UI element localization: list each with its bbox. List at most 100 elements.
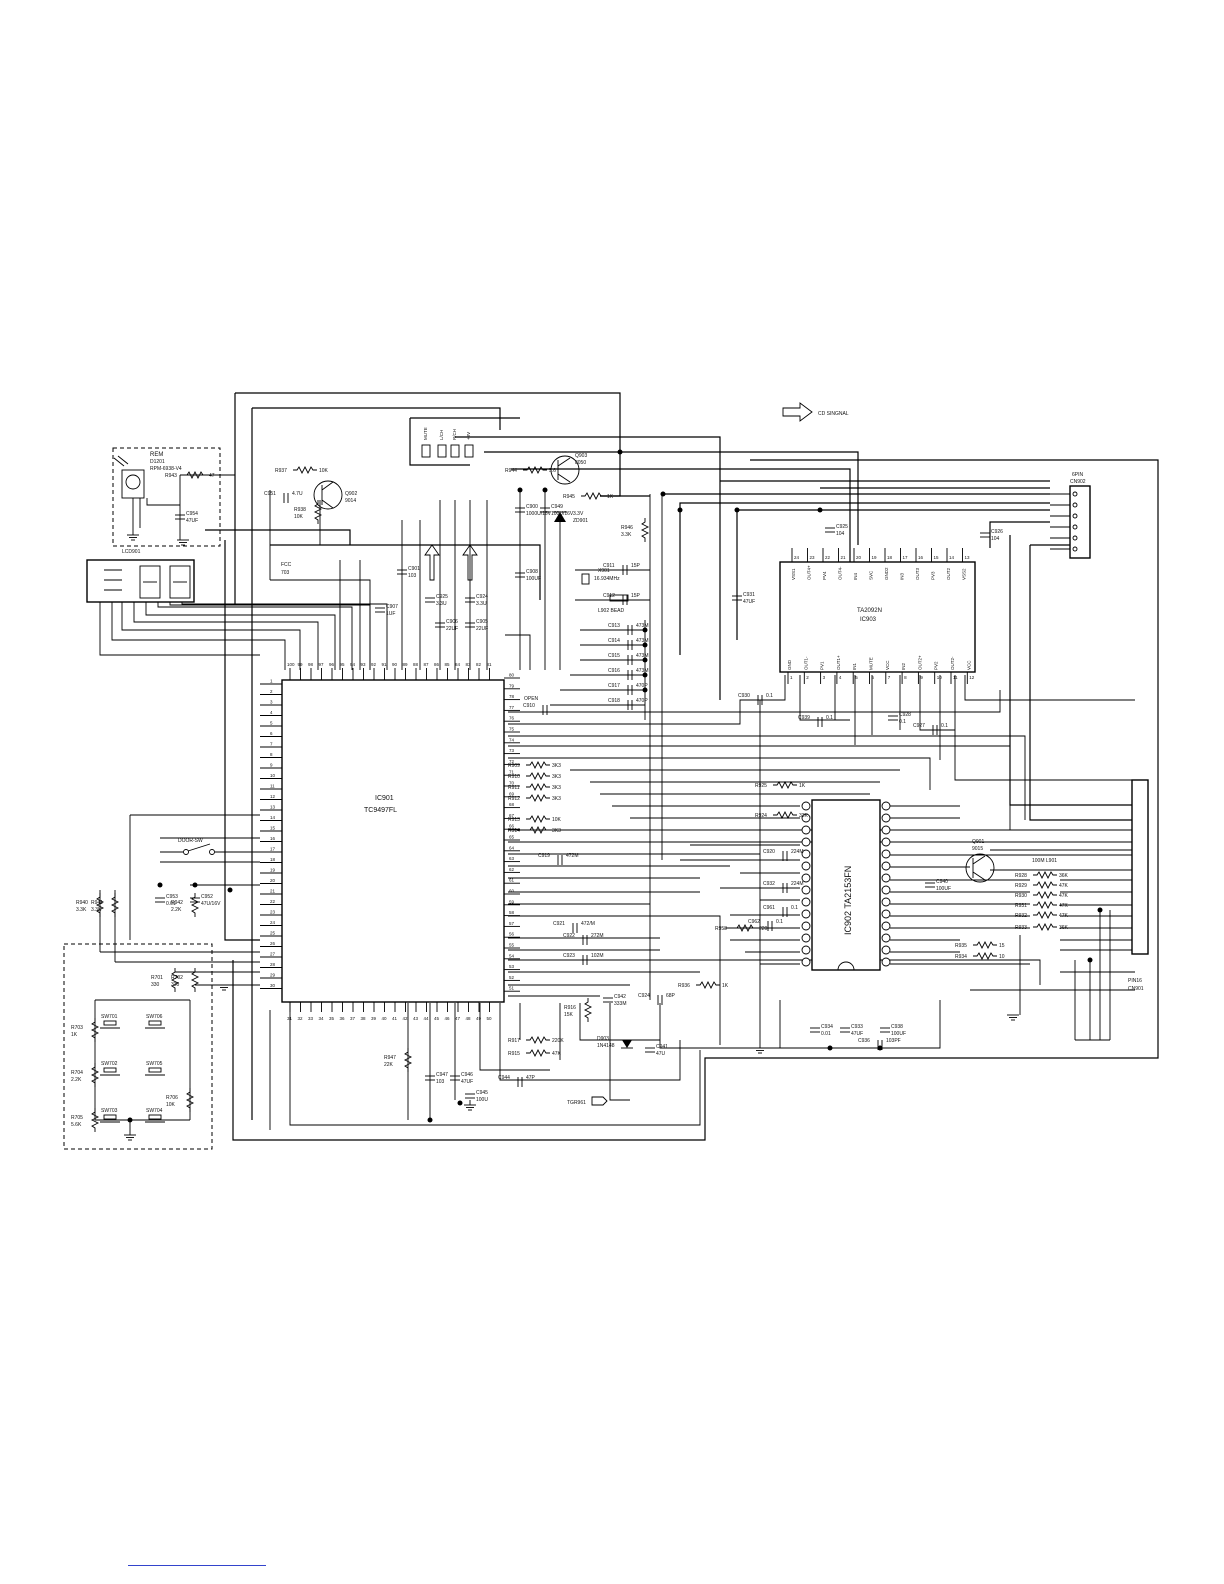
- resistor-ref: R942: [171, 900, 183, 906]
- capacitor-value: 100UF: [526, 576, 541, 582]
- ic903-pin-number: 23: [810, 555, 816, 560]
- ic901-pin-number: 51: [509, 986, 515, 991]
- capacitor-ref: C923: [563, 953, 575, 959]
- ic902-pad: [801, 873, 811, 883]
- ic901-pin-number: 37: [350, 1016, 356, 1021]
- ic901-pin-number: 86: [434, 662, 440, 667]
- switch-button: [148, 1020, 162, 1026]
- ic901-pin-number: 60: [509, 889, 515, 894]
- capacitor-ref: C912: [603, 593, 615, 599]
- ic903-pin-number: 21: [841, 555, 847, 560]
- switch-button: [103, 1114, 117, 1120]
- ic901-pin-number: 83: [466, 662, 472, 667]
- zd901-ref: ZD901: [573, 518, 588, 524]
- capacitor-value: 0.01: [166, 901, 176, 907]
- ic902-pads: [801, 801, 891, 967]
- capacitor-ref: C962: [748, 919, 760, 925]
- resistor-value: 36K: [1059, 873, 1069, 879]
- resistor-ref: R931: [1015, 903, 1027, 909]
- cn902-label-b: CN902: [1070, 479, 1086, 485]
- ic901-pin-number: 98: [308, 662, 314, 667]
- ic903-pin-number: 13: [965, 555, 971, 560]
- ic901-pin-number: 54: [509, 953, 515, 958]
- ic903-pin-name: GND: [787, 659, 792, 670]
- resistor-value: 5.6: [549, 468, 556, 474]
- ic903-pin-number: 14: [949, 555, 955, 560]
- ic903-pin-number: 10: [937, 675, 943, 680]
- resistor-ref: R703: [71, 1025, 83, 1031]
- cn902: 6PIN CN902: [1050, 472, 1091, 559]
- ic901-left-pins: 1234567891011121314151617181920212223242…: [260, 679, 282, 989]
- ic901-pin-number: 85: [445, 662, 451, 667]
- ic901-pin-number: 89: [403, 662, 409, 667]
- resistor-value: 15: [999, 943, 1005, 949]
- resistor: R958 220: [715, 923, 768, 933]
- resistor-value: 220: [759, 926, 768, 932]
- remote-receiver: REM D1201 RPM-6938-V4: [112, 447, 235, 547]
- q903-ref: Q903: [575, 453, 587, 459]
- ic903-pin-name: VSS1: [791, 568, 796, 580]
- mute-label: MUTE: [423, 427, 428, 440]
- capacitor-ref: C930: [738, 693, 750, 699]
- ic901-pin-number: 56: [509, 932, 515, 937]
- ic901-pin-number: 30: [270, 983, 276, 988]
- capacitor-value: 100U/16V: [551, 511, 574, 517]
- ic901-pin-number: 97: [319, 662, 325, 667]
- cn902-pin: [1072, 502, 1078, 508]
- ic901-pin-number: 91: [382, 662, 388, 667]
- ic901-pin-number: 5: [270, 721, 273, 726]
- cn902-pin: [1072, 524, 1078, 530]
- ic901-pin-number: 79: [509, 683, 515, 688]
- ic902-pad: [881, 801, 891, 811]
- q901-ref: Q901: [972, 839, 984, 845]
- ground-icon: [464, 1104, 476, 1111]
- ic903-pin-name: GND2: [884, 567, 889, 580]
- rem-part: RPM-6938-V4: [150, 466, 182, 472]
- ic901-pin-number: 13: [270, 805, 276, 810]
- capacitor-ref: C940: [936, 879, 948, 885]
- ic902-pad: [881, 921, 891, 931]
- ic901-pin-number: 36: [340, 1016, 346, 1021]
- capacitor-value: 3.3U: [476, 601, 487, 607]
- ic903-pin-number: 5: [855, 675, 858, 680]
- ic901-pin-number: 61: [509, 878, 515, 883]
- resistor-value: 2.2K: [71, 1077, 82, 1083]
- resistor-ref: R909: [508, 763, 520, 769]
- cd-signal-label: CD SINGNAL: [818, 411, 849, 417]
- capacitor-ref: C931: [743, 592, 755, 598]
- ic901-pin-number: 92: [371, 662, 377, 667]
- ic903-pin-name: OUT4+: [807, 565, 812, 580]
- resistor-ref: R958: [715, 926, 727, 932]
- switch-button: [103, 1020, 117, 1026]
- ic903-pin-number: 1: [790, 675, 793, 680]
- resistor-ref: R917: [508, 1038, 520, 1044]
- switch-ref: SW702: [101, 1061, 118, 1067]
- diode-d903: D903 1N4148: [597, 1036, 633, 1049]
- ic902: IC902 TA2153FN: [801, 799, 891, 971]
- capacitor-ref: C926: [991, 529, 1003, 535]
- capacitor-value: 100U: [476, 1097, 488, 1103]
- capacitor-value: 3.3U: [436, 601, 447, 607]
- ic901-pin-number: 41: [392, 1016, 398, 1021]
- ic901-pin-number: 23: [270, 910, 276, 915]
- capacitor-ref: C939: [798, 715, 810, 721]
- ic901-pin-number: 31: [287, 1016, 293, 1021]
- x901-freq: 16.934MHz: [594, 576, 620, 582]
- ground-icon: [177, 539, 189, 546]
